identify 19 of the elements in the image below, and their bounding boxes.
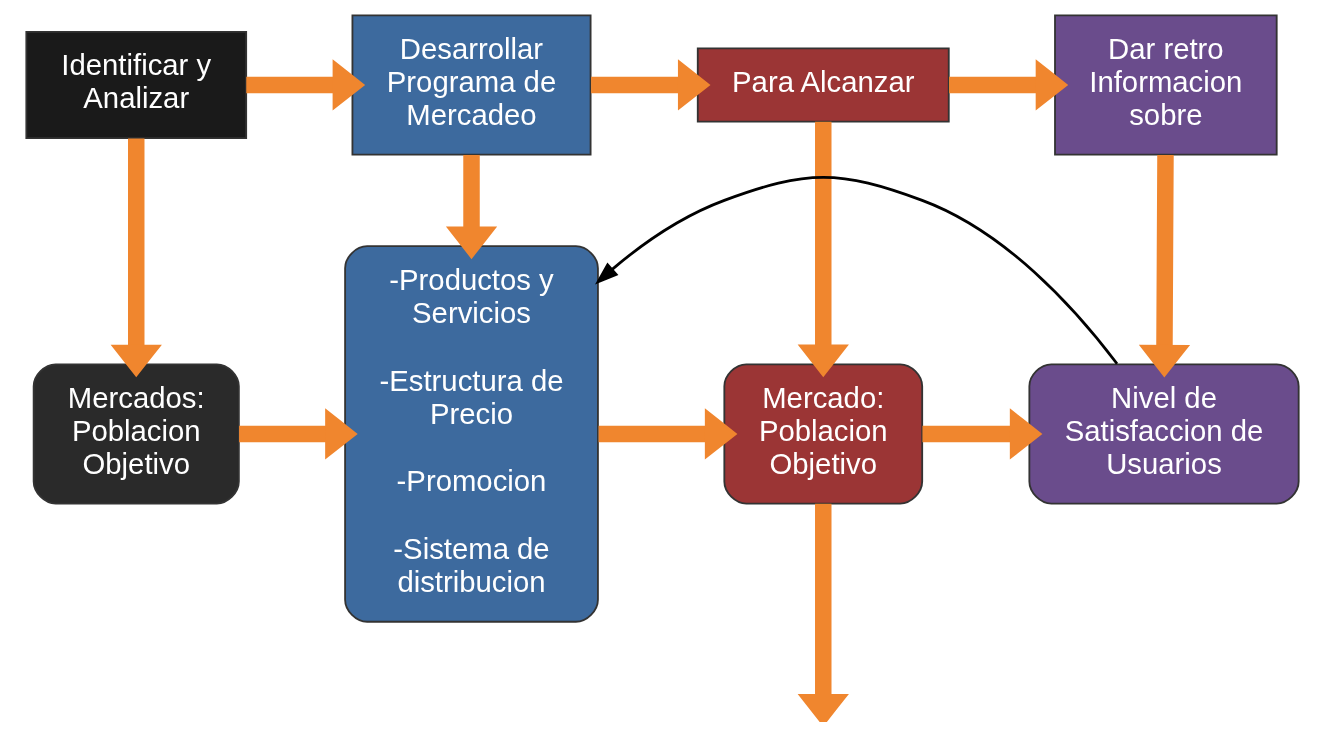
arrow bbox=[598, 408, 738, 460]
node-box: Desarrollar Programa de Mercadeo bbox=[351, 14, 592, 156]
arrow bbox=[246, 59, 366, 111]
node-box: -Productos y Servicios -Estructura de Precio -Promocion -Sistema de distribucion bbox=[344, 245, 599, 623]
arrow bbox=[922, 408, 1043, 460]
node-box: Mercados: Poblacion Objetivo bbox=[32, 363, 240, 505]
arrow bbox=[949, 59, 1069, 111]
arrow bbox=[591, 59, 711, 111]
arrow bbox=[110, 138, 162, 378]
node-box: Identificar y Analizar bbox=[25, 30, 248, 139]
arrow bbox=[239, 408, 358, 460]
node-box: Nivel de Satisfaccion de Usuarios bbox=[1028, 363, 1300, 505]
node-box: Para Alcanzar bbox=[696, 47, 950, 123]
arrow bbox=[797, 503, 849, 722]
arrow bbox=[445, 155, 498, 260]
arrow bbox=[1138, 155, 1191, 378]
node-box: Mercado: Poblacion Objetivo bbox=[723, 363, 924, 505]
arrow bbox=[595, 176, 1119, 365]
node-box: Dar retro Informacion sobre bbox=[1054, 14, 1278, 156]
